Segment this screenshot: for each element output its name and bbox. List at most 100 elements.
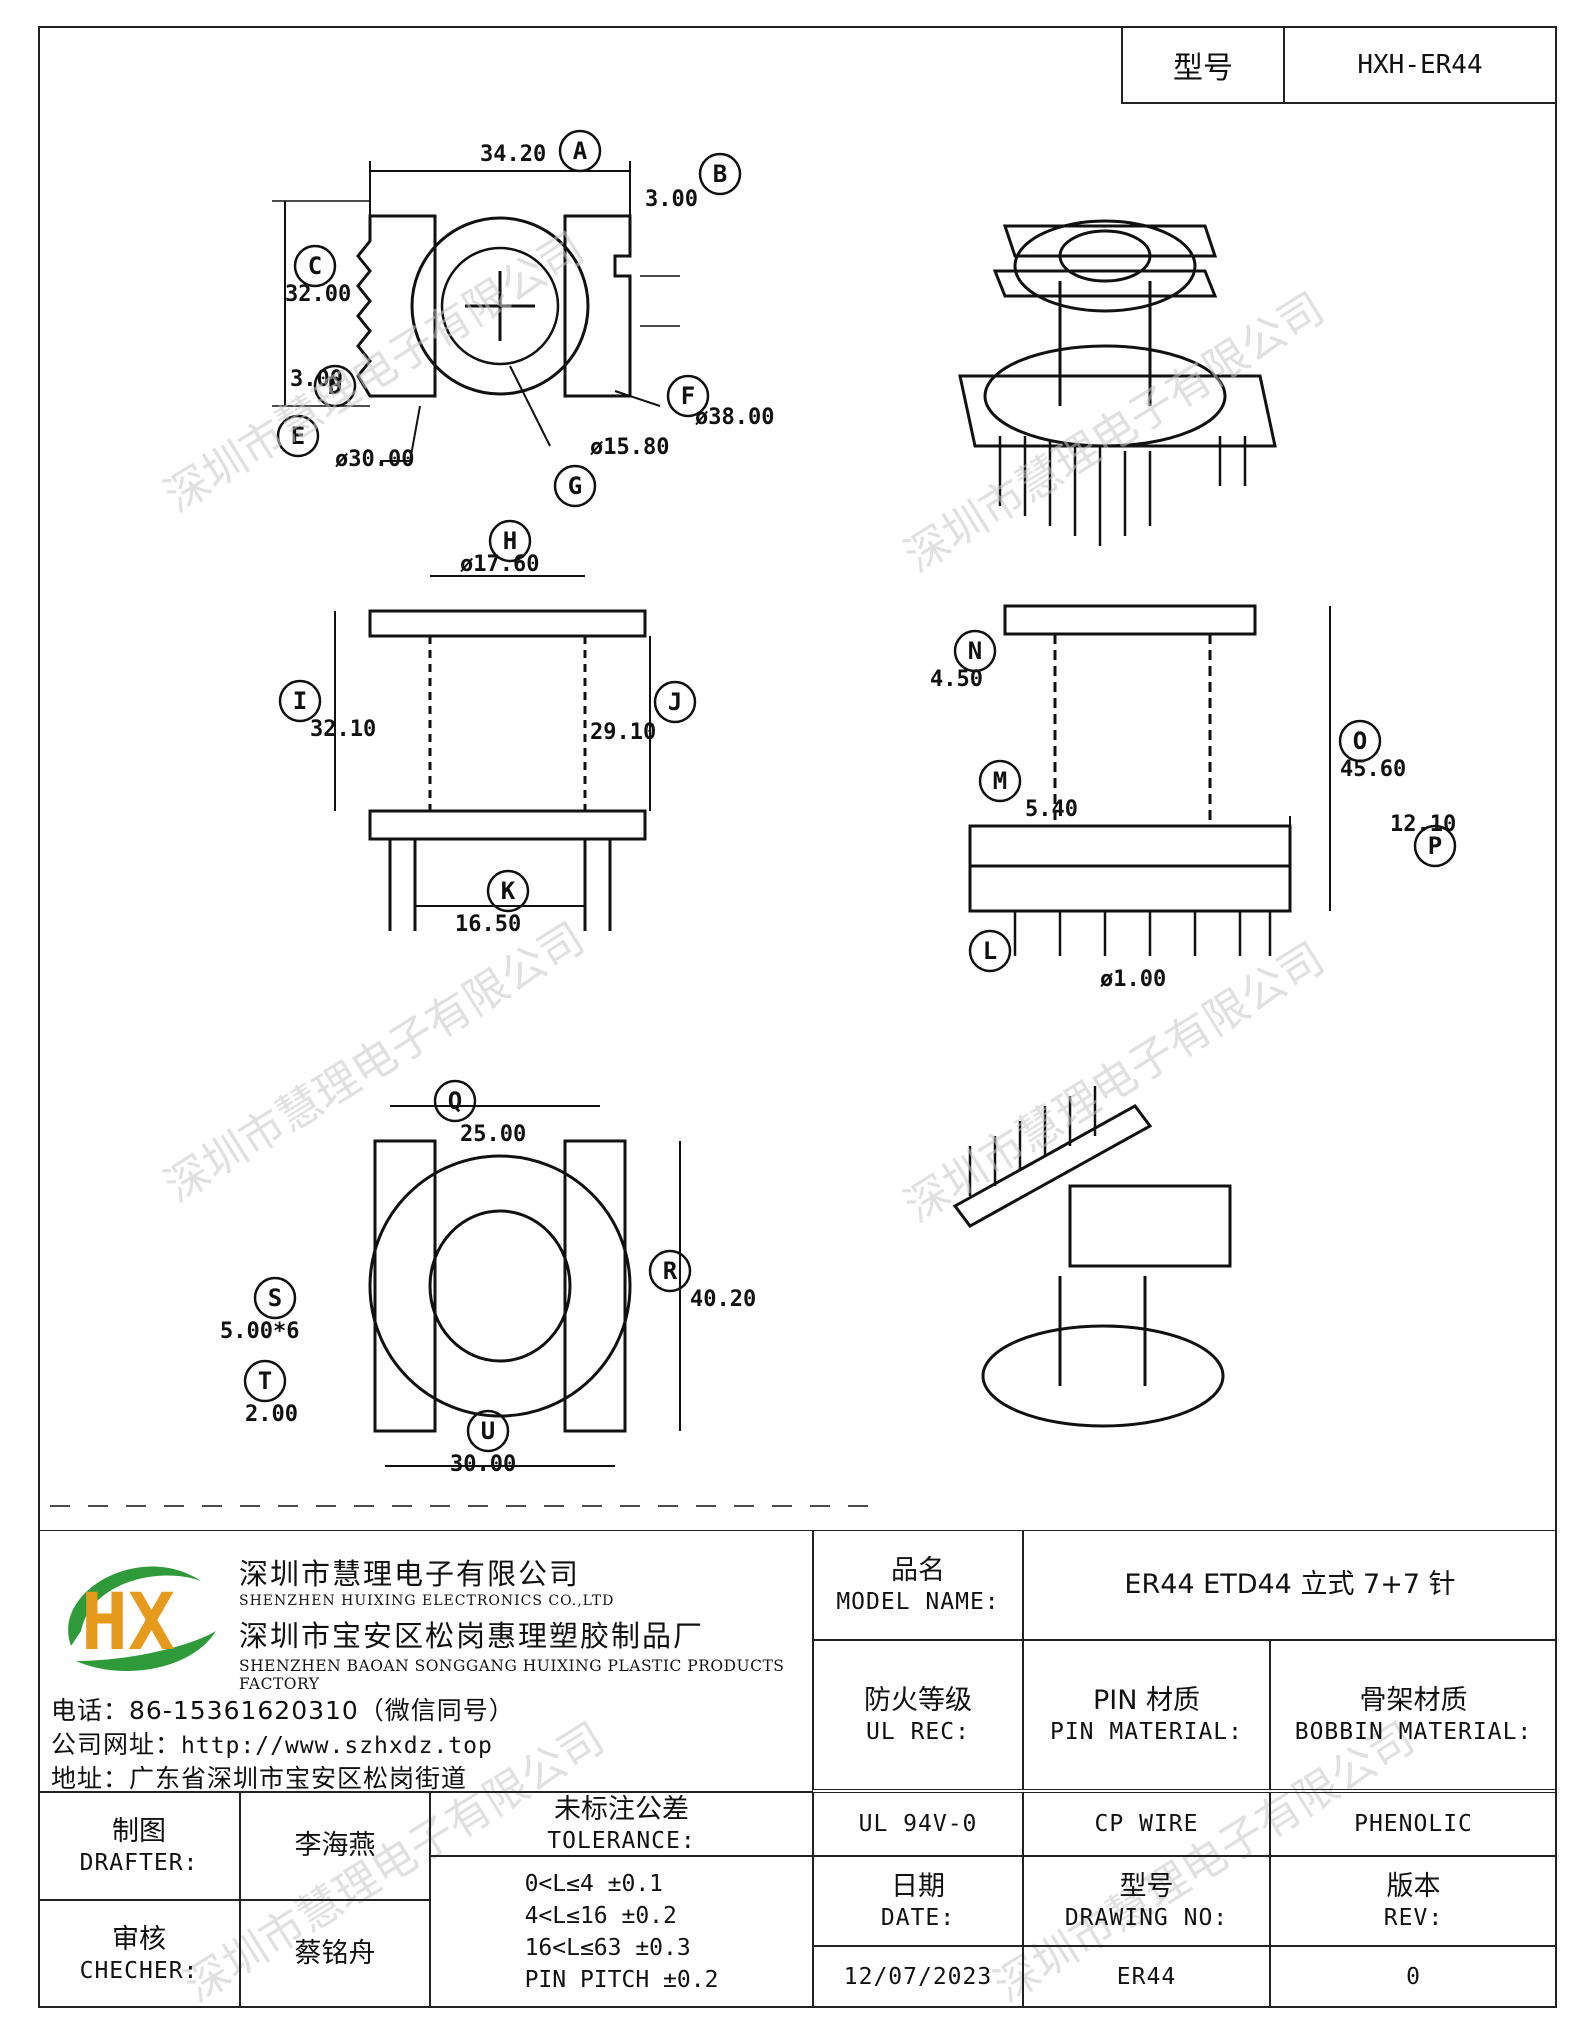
company-name-cn: 深圳市慧理电子有限公司 xyxy=(239,1557,581,1591)
svg-text:Q: Q xyxy=(448,1087,462,1115)
dim-P: 12.10 xyxy=(1390,812,1456,837)
tolerance-row: 0<L≤4 ±0.1 xyxy=(524,1870,664,1897)
balloon-I: I xyxy=(278,679,322,723)
balloon-M: M xyxy=(978,759,1022,803)
balloon-K: K xyxy=(486,869,530,913)
svg-text:M: M xyxy=(993,767,1007,795)
phone-label: 电话： xyxy=(51,1696,130,1725)
dim-Q: 25.00 xyxy=(460,1122,526,1147)
svg-text:G: G xyxy=(568,472,582,500)
iso-view-top xyxy=(958,219,1277,546)
balloon-L: L xyxy=(968,929,1012,973)
dim-K: 16.50 xyxy=(455,912,521,937)
dim-F: ø38.00 xyxy=(695,405,774,430)
svg-text:N: N xyxy=(968,637,982,665)
svg-text:P: P xyxy=(1428,832,1442,860)
dim-J: 29.10 xyxy=(590,720,656,745)
balloon-R: R xyxy=(648,1249,692,1293)
iso-view-bottom xyxy=(952,1086,1232,1428)
factory-name-cn: 深圳市宝安区松岗惠理塑胶制品厂 xyxy=(239,1619,705,1653)
svg-text:R: R xyxy=(663,1257,678,1285)
dim-I: 32.10 xyxy=(310,717,376,742)
svg-text:O: O xyxy=(1353,727,1367,755)
balloon-S: S xyxy=(253,1276,297,1320)
svg-text:E: E xyxy=(291,422,305,450)
tolerance-row: PIN PITCH ±0.2 xyxy=(524,1967,719,1994)
front-view xyxy=(334,575,651,931)
dim-B: 3.00 xyxy=(645,187,698,212)
balloon-P: P xyxy=(1413,824,1457,868)
dim-R: 40.20 xyxy=(690,1287,756,1312)
svg-text:D: D xyxy=(328,372,342,400)
tolerance-row: 4<L≤16 ±0.2 xyxy=(524,1902,677,1929)
address-label: 地址： xyxy=(51,1764,130,1793)
address-line: 地址：广东省深圳市宝安区松岗街道 xyxy=(51,1759,467,1795)
company-info: HX 深圳市慧理电子有限公司 SHENZHEN HUIXING ELECTRON… xyxy=(38,1530,813,1795)
top-view xyxy=(272,161,680,462)
checker-value: 蔡铭舟 xyxy=(240,1900,430,2008)
side-view xyxy=(968,604,1331,956)
balloon-B: B xyxy=(698,152,742,196)
svg-text:S: S xyxy=(268,1284,282,1312)
svg-text:C: C xyxy=(308,252,322,280)
svg-text:I: I xyxy=(293,687,307,715)
dim-M: 5.40 xyxy=(1025,797,1078,822)
phone-value: 86-15361620310（微信同号） xyxy=(129,1696,515,1725)
model-header: 型号 HXH-ER44 xyxy=(1121,26,1557,104)
address-value: 广东省深圳市宝安区松岗街道 xyxy=(129,1764,468,1793)
drawing-no-value: ER44 xyxy=(1023,1946,1270,2008)
model-label: 型号 xyxy=(1123,28,1285,102)
dim-E: ø30.00 xyxy=(335,447,414,472)
balloon-D: D xyxy=(313,364,357,408)
balloon-G: G xyxy=(553,464,597,508)
svg-text:T: T xyxy=(258,1367,272,1395)
svg-text:J: J xyxy=(668,688,682,716)
bobbin-material-value: PHENOLIC xyxy=(1270,1792,1557,1856)
title-block: HX 深圳市慧理电子有限公司 SHENZHEN HUIXING ELECTRON… xyxy=(38,1530,1557,2008)
balloon-O: O xyxy=(1338,719,1382,763)
balloon-H: H xyxy=(488,519,532,563)
dim-U: 30.00 xyxy=(450,1452,516,1477)
website-label: 公司网址： xyxy=(51,1730,182,1759)
balloon-C: C xyxy=(293,244,337,288)
dim-T: 2.00 xyxy=(245,1402,298,1427)
date-value: 12/07/2023 xyxy=(813,1946,1023,2008)
factory-name-en: SHENZHEN BAOAN SONGGANG HUIXING PLASTIC … xyxy=(239,1657,785,1693)
logo-letters: HX xyxy=(81,1578,175,1668)
dim-G: ø15.80 xyxy=(590,435,669,460)
pin-material-value: CP WIRE xyxy=(1023,1792,1270,1856)
balloon-E: E xyxy=(276,414,320,458)
balloon-U: U xyxy=(466,1409,510,1453)
website-value: http://www.szhxdz.top xyxy=(181,1733,493,1759)
website-line: 公司网址：http://www.szhxdz.top xyxy=(51,1725,493,1761)
balloon-N: N xyxy=(953,629,997,673)
balloon-F: F xyxy=(666,374,710,418)
tolerance-values: 0<L≤4 ±0.1 4<L≤16 ±0.2 16<L≤63 ±0.3 PIN … xyxy=(430,1856,813,2008)
model-value: HXH-ER44 xyxy=(1357,50,1483,80)
bottom-view xyxy=(368,1105,681,1467)
ul-value: UL 94V-0 xyxy=(813,1792,1023,1856)
balloon-A: A xyxy=(558,129,602,173)
technical-drawing: 34.20 3.00 32.00 3.00 ø30.00 ø38.00 ø15.… xyxy=(50,129,1457,1507)
dim-H: ø17.60 xyxy=(460,552,539,577)
rev-value: 0 xyxy=(1270,1946,1557,2008)
balloon-Q: Q xyxy=(433,1079,477,1123)
company-logo: HX xyxy=(68,1566,216,1671)
model-name-value: ER44 ETD44 立式 7+7 针 xyxy=(1023,1530,1557,1640)
balloon-J: J xyxy=(653,680,697,724)
phone-line: 电话：86-15361620310（微信同号） xyxy=(51,1691,515,1727)
dim-O: 45.60 xyxy=(1340,757,1406,782)
dim-A: 34.20 xyxy=(480,142,546,167)
svg-text:B: B xyxy=(713,160,727,188)
balloon-T: T xyxy=(243,1359,287,1403)
svg-text:K: K xyxy=(501,877,516,905)
svg-text:A: A xyxy=(573,137,588,165)
drafter-value: 李海燕 xyxy=(240,1792,430,1900)
tolerance-row: 16<L≤63 ±0.3 xyxy=(524,1935,691,1961)
